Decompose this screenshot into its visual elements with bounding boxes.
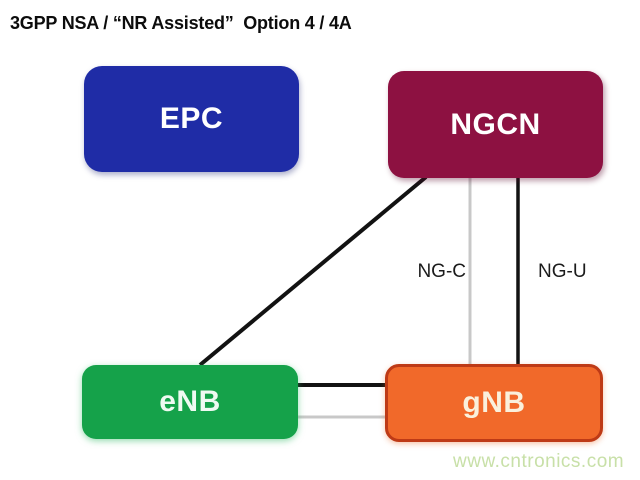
node-gnb: gNB <box>385 364 603 442</box>
node-enb: eNB <box>82 365 298 439</box>
node-gnb-label: gNB <box>462 386 526 419</box>
node-enb-label: eNB <box>159 385 221 418</box>
diagram-title: 3GPP NSA / “NR Assisted” Option 4 / 4A <box>10 13 352 33</box>
edge-ngcn-enb <box>198 175 428 367</box>
node-epc: EPC <box>84 66 299 172</box>
node-ngcn: NGCN <box>388 71 603 178</box>
node-ngcn-label: NGCN <box>450 107 541 141</box>
watermark: www.cntronics.com <box>453 451 625 472</box>
edge-label-ng-c: NG-C <box>417 261 466 282</box>
edge-label-ng-u: NG-U <box>538 261 587 282</box>
node-epc-label: EPC <box>159 102 224 135</box>
